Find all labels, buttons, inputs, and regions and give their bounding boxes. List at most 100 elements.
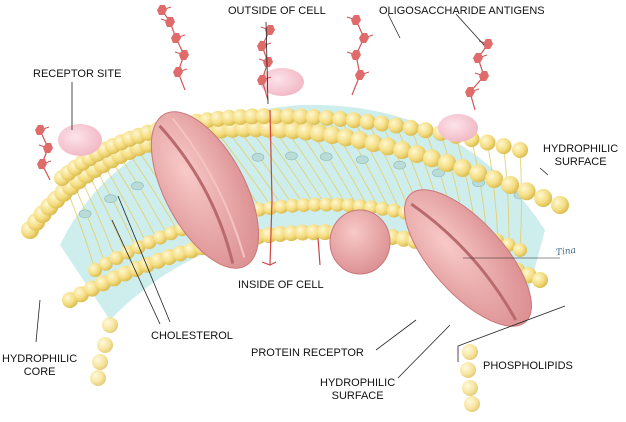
label-outside-of-cell: OUTSIDE OF CELL [228, 5, 326, 17]
phospholipid-head [164, 226, 178, 241]
phospholipid-head [330, 197, 345, 212]
phospholipid-head [292, 108, 309, 125]
cholesterol-molecule [251, 153, 265, 162]
fatty-acid-tail [503, 146, 510, 246]
phospholipid-head [88, 263, 102, 277]
label-hydrophilic-surface-bottom: HYDROPHILIC SURFACE [320, 377, 395, 403]
cholesterol-molecule [104, 194, 117, 203]
receptor-sites [58, 68, 478, 156]
antigen-chain-sugar [359, 33, 369, 43]
antigen-chain-sugar [171, 33, 181, 43]
phospholipid-head [332, 110, 349, 127]
phospholipid-head [402, 119, 419, 136]
phospholipid-head [309, 124, 328, 143]
label-hydrophilic-surface-top: HYDROPHILIC SURFACE [543, 143, 618, 169]
antigen-chain-sugar [483, 39, 493, 49]
hydrophilic-surface-bottom-line1: HYDROPHILIC [320, 377, 396, 389]
phospholipid-head [485, 170, 504, 188]
phospholipid-head [386, 203, 401, 218]
phospholipid-head [462, 380, 478, 396]
phospholipid-head [232, 109, 249, 125]
antigen-chain-sugar [473, 53, 483, 63]
phospholipid-head [255, 108, 272, 125]
antigen-chain-sugar [173, 67, 183, 77]
cholesterol-molecule [78, 209, 92, 219]
phospholipid-head [453, 159, 472, 177]
phospholipid-head [345, 112, 362, 129]
phospholipid-head [97, 337, 113, 353]
phospholipid-head [417, 122, 434, 139]
phospholipid-head [268, 108, 284, 124]
fatty-acid-tail [519, 149, 522, 251]
phospholipid-head [501, 176, 520, 194]
antigen-chain-sugar [265, 25, 275, 35]
phospholipid-head [364, 134, 383, 153]
antigen-chain-sugar [479, 71, 489, 81]
receptor-site-right [438, 114, 478, 142]
peripheral-protein [329, 209, 391, 275]
phospholipid-head [462, 344, 478, 360]
phospholipid-head [388, 117, 405, 134]
antigen-chain-sugar [165, 17, 175, 27]
phospholipid-head [296, 198, 311, 212]
leader-lines [35, 13, 566, 379]
antigen-chain-stem [39, 129, 51, 181]
label-cholesterol: CHOLESTEROL [151, 330, 233, 342]
antigen-chain-sugar [465, 87, 475, 97]
phospholipid-head [90, 370, 106, 386]
antigen-chain-sugar [257, 41, 267, 51]
cholesterol-molecule [393, 160, 407, 170]
phospholipid-head [512, 142, 528, 158]
phospholipid-head [142, 235, 157, 250]
phospholipid-head [408, 145, 426, 163]
phospholipid-head [551, 196, 569, 214]
fatty-acid-tail [353, 119, 401, 212]
antigen-chain-sugar [43, 143, 53, 153]
phospholipid-head [469, 164, 488, 183]
antigen-chain-sugar [351, 50, 361, 60]
phospholipid-head [438, 154, 457, 172]
antigen-chain-sugar [355, 70, 365, 80]
phospholipid-head [373, 115, 390, 132]
label-hydrophilic-core: HYDROPHILIC CORE [2, 353, 77, 379]
phospholipid-head [534, 189, 553, 207]
label-phospholipids: PHOSPHOLIPIDS [483, 360, 573, 372]
phospholipid-head [316, 224, 333, 241]
phospholipid-head [109, 251, 124, 265]
phospholipid-head [359, 113, 376, 130]
antigen-chain-sugar [179, 50, 189, 60]
antigen-chain-sugar [37, 159, 47, 169]
phospholipid-head [318, 109, 335, 126]
phospholipid-head [102, 317, 118, 333]
phospholipid-head [422, 149, 441, 168]
cholesterol-molecule [131, 181, 144, 191]
phospholipid-head [479, 134, 496, 151]
hydrophilic-core-line2: CORE [23, 366, 56, 378]
hydrophilic-surface-bottom-line2: SURFACE [331, 390, 384, 402]
cholesterol-molecule [432, 168, 445, 178]
phospholipid-head [341, 198, 356, 213]
cholesterol-molecule [285, 151, 298, 161]
phospholipid-head [263, 201, 278, 215]
hydrophilic-core-line1: HYDROPHILIC [2, 353, 78, 365]
receptor-site-left [58, 124, 102, 156]
phospholipid-head [280, 108, 297, 125]
phospholipid-head [336, 128, 355, 147]
hydrophilic-surface-top-line1: HYDROPHILIC [543, 143, 619, 155]
phospholipid-head [244, 108, 261, 125]
phospholipid-head [517, 182, 536, 201]
phospholipid-head [285, 198, 300, 213]
phospholipid-head [131, 240, 146, 255]
label-oligosaccharide-antigens: OLIGOSACCHARIDE ANTIGENS [379, 5, 545, 17]
transmembrane-protein-large [150, 111, 260, 269]
label-protein-receptor: PROTEIN RECEPTOR [251, 347, 364, 359]
antigen-chain-sugar [257, 75, 267, 85]
phospholipid-head [274, 199, 289, 214]
oligosaccharide-chains [35, 5, 493, 181]
antigen-chain-sugar [351, 15, 361, 25]
phospholipid-head [92, 354, 108, 370]
cholesterol-molecule [355, 155, 369, 165]
receptor-site-middle [260, 68, 304, 96]
antigen-chain-sugar [263, 57, 273, 67]
